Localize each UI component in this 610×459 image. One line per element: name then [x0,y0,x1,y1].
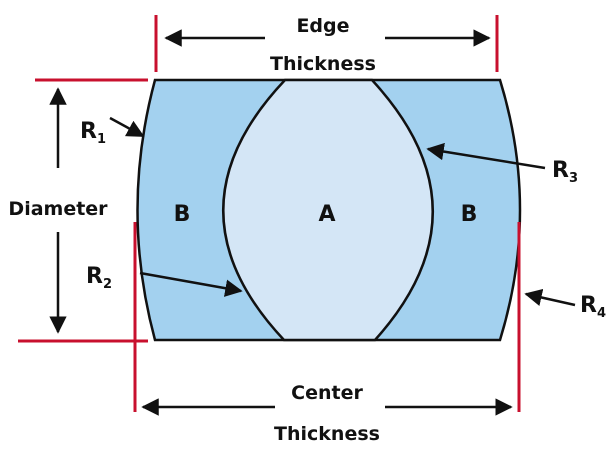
r4-subscript: 4 [597,306,606,321]
dimension-arrows [49,29,576,416]
r2-letter: R [86,264,103,289]
dimension-markers [18,15,521,412]
r3-subscript: 3 [569,171,578,186]
r4-label: R4 [580,293,606,321]
diameter-label: Diameter [8,198,108,220]
r3-label: R3 [552,158,578,186]
region-a-label: A [318,202,335,227]
r4-letter: R [580,293,597,318]
r1-subscript: 1 [97,132,106,147]
r3-letter: R [552,158,569,183]
r4-pointer-arrow [524,288,576,307]
r1-pointer-arrow [109,116,145,138]
inner-lens-element [222,78,434,342]
edge-thickness-label-line1: Edge [296,15,349,37]
r2-pointer-arrow [139,271,243,297]
center-thickness-label-line1: Center [291,382,363,404]
region-b-right-label: B [461,202,478,227]
r1-letter: R [80,119,97,144]
center-thickness-label-line2: Thickness [274,423,380,445]
r3-pointer-arrow [426,142,546,170]
r2-label: R2 [86,264,112,292]
edge-thickness-label-line2: Thickness [270,53,376,75]
region-b-left-label: B [174,202,191,227]
r1-label: R1 [80,119,106,147]
r2-subscript: 2 [103,277,112,292]
